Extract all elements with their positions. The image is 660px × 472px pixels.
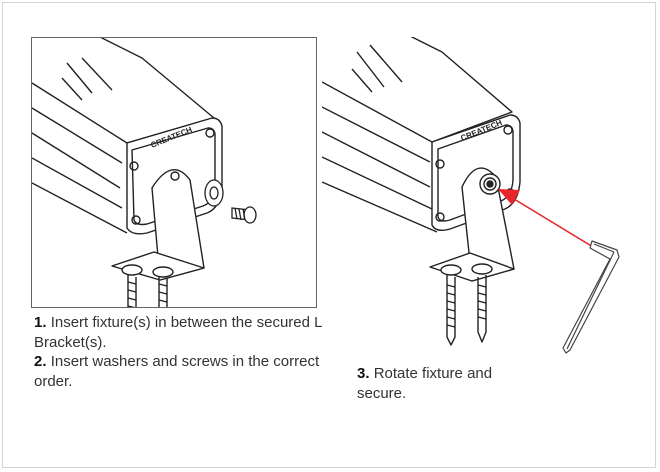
page-frame xyxy=(2,2,656,468)
washer-icon xyxy=(204,179,224,207)
step-3-text: 3. Rotate fixture and secure. xyxy=(357,365,493,402)
l-bracket-illustration xyxy=(429,167,515,346)
step-1-2-illustration: CREATECH xyxy=(31,37,317,308)
screw-icon xyxy=(231,206,257,224)
step-3-caption: 3. Rotate fixture and secure. xyxy=(357,364,537,403)
step-3-illustration: CREATECH xyxy=(322,37,660,367)
step-2-text: 2. Insert washers and screws in the corr… xyxy=(34,353,320,390)
steps-1-2-caption: 1. Insert fixture(s) in between the secu… xyxy=(34,313,324,391)
step-1-text: 1. Insert fixture(s) in between the secu… xyxy=(34,314,322,351)
direction-arrow-icon xyxy=(498,189,599,251)
light-fixture-illustration: CREATECH xyxy=(32,38,257,307)
allen-key-icon xyxy=(562,240,620,354)
l-bracket-illustration xyxy=(111,169,205,307)
